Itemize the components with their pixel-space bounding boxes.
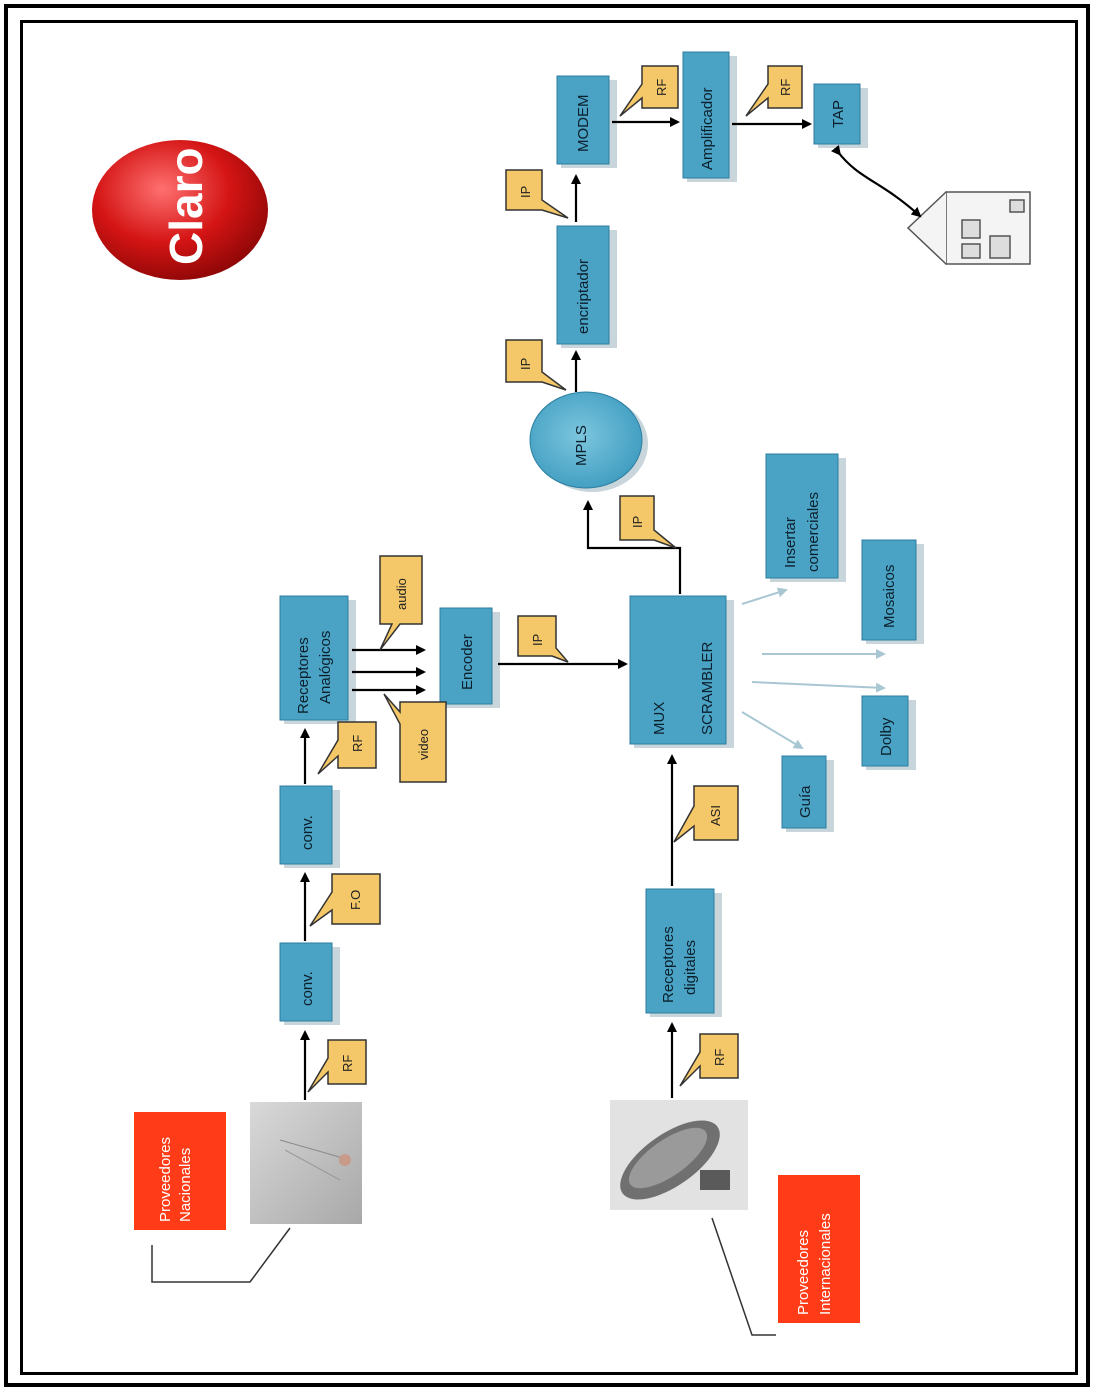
box-ads-line1: Insertar	[782, 517, 799, 568]
box-digital-receivers: Receptores digitales	[645, 888, 722, 1017]
tag-ip-mux-text: IP	[630, 516, 645, 528]
box-modem-label: MODEM	[575, 95, 592, 153]
faint-mux-ads	[741, 587, 788, 605]
tag-rf-modem-text: RF	[654, 79, 669, 96]
tag-rf-amplifier-text: RF	[778, 79, 793, 96]
provider-international-line1: Proveedores	[795, 1230, 812, 1315]
box-digital-receivers-line1: Receptores	[660, 926, 677, 1003]
box-conv2: conv.	[279, 785, 340, 868]
box-tap-label: TAP	[830, 100, 847, 128]
tag-rf-national: RF	[307, 1039, 367, 1093]
mpls-cloud: MPLS	[529, 391, 648, 492]
arrow-mux-mpls	[583, 500, 682, 594]
box-encoder: Encoder	[439, 607, 500, 708]
tag-rf-analog-text: RF	[350, 735, 365, 752]
arrow-tap-house	[830, 144, 922, 218]
tag-fo: F.O	[309, 873, 381, 927]
box-conv2-label: conv.	[299, 815, 316, 850]
box-mux-line2: SCRAMBLER	[699, 641, 716, 735]
provider-national-connector	[151, 1227, 291, 1283]
box-guide: Guía	[781, 755, 834, 832]
box-mosaic-label: Mosaicos	[881, 565, 898, 628]
house-icon	[906, 191, 1031, 265]
box-amplifier-label: Amplificador	[699, 87, 716, 170]
provider-international-connector	[711, 1217, 776, 1336]
tag-asi-text: ASI	[708, 805, 723, 826]
tag-rf-international-text: RF	[712, 1049, 727, 1066]
box-analog-receivers: Receptores Analógicos	[279, 595, 356, 724]
box-ads: Insertar comerciales	[765, 453, 846, 582]
tag-ip-encoder: IP	[517, 615, 569, 663]
box-ads-line2: comerciales	[805, 492, 822, 572]
faint-mux-dolby	[751, 681, 886, 693]
provider-national-line2: Nacionales	[177, 1148, 194, 1222]
outer-frame	[4, 4, 1090, 1387]
box-encryptor-label: encriptador	[575, 259, 592, 334]
faint-mux-guide	[741, 711, 804, 750]
tag-ip-encryptor: IP	[505, 169, 569, 219]
box-dolby: Dolby	[861, 695, 916, 770]
box-digital-receivers-line2: digitales	[682, 940, 699, 995]
tag-ip-mpls-text: IP	[518, 358, 533, 370]
box-conv1: conv.	[279, 942, 340, 1025]
tag-ip-mpls: IP	[505, 339, 567, 391]
tag-rf-modem: RF	[619, 65, 679, 117]
tag-audio-text: audio	[394, 578, 409, 610]
box-mosaic: Mosaicos	[861, 539, 924, 644]
provider-national: Proveedores Nacionales	[134, 1112, 226, 1230]
tag-rf-international: RF	[679, 1033, 739, 1087]
box-encoder-label: Encoder	[459, 634, 476, 690]
tag-video: video	[383, 693, 447, 783]
logo-text: Claro	[160, 147, 212, 265]
provider-international: Proveedores Internacionales	[778, 1175, 860, 1323]
tag-ip-encryptor-text: IP	[518, 186, 533, 198]
provider-national-line1: Proveedores	[157, 1137, 174, 1222]
box-analog-receivers-line2: Analógicos	[317, 631, 334, 704]
box-tap: TAP	[813, 83, 868, 148]
tag-asi: ASI	[673, 785, 739, 843]
tag-fo-text: F.O	[348, 890, 363, 910]
box-dolby-label: Dolby	[878, 717, 895, 756]
claro-logo: Claro	[92, 140, 268, 280]
box-mux: MUX SCRAMBLER	[629, 595, 734, 748]
inner-frame	[20, 20, 1078, 1375]
box-amplifier: Amplificador	[682, 51, 737, 182]
mpls-label: MPLS	[573, 425, 590, 466]
box-mux-line1: MUX	[651, 702, 668, 735]
box-encryptor: encriptador	[556, 225, 617, 348]
box-analog-receivers-line1: Receptores	[295, 637, 312, 714]
box-modem: MODEM	[556, 75, 617, 168]
box-conv1-label: conv.	[299, 971, 316, 1006]
tag-ip-encoder-text: IP	[530, 634, 545, 646]
tag-rf-amplifier: RF	[745, 65, 803, 117]
tag-ip-mux: IP	[619, 495, 677, 549]
satellite-dish-photo	[610, 1100, 748, 1210]
provider-international-line2: Internacionales	[817, 1213, 834, 1315]
tag-rf-national-text: RF	[340, 1055, 355, 1072]
tag-audio: audio	[379, 555, 423, 651]
box-guide-label: Guía	[797, 785, 814, 818]
tag-video-text: video	[416, 729, 431, 760]
tag-rf-analog: RF	[317, 721, 377, 775]
antenna-tower-photo	[250, 1102, 362, 1224]
